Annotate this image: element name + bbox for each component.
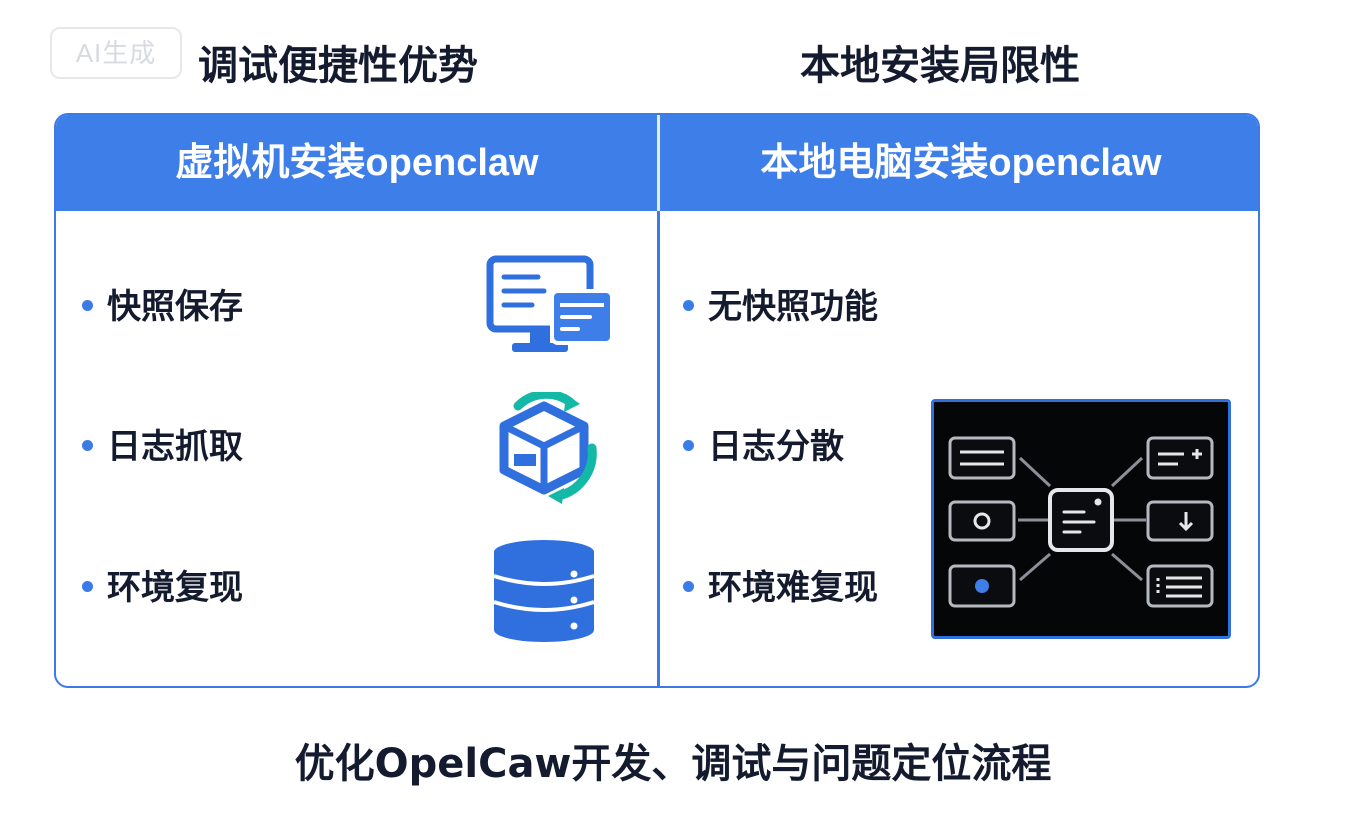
bullet-dot bbox=[683, 581, 694, 592]
heading-advantages: 调试便捷性优势 bbox=[198, 43, 478, 89]
column-title-local: 本地电脑安装openclaw bbox=[760, 142, 1162, 184]
scattered-nodes-svg bbox=[948, 436, 1214, 608]
list-item-local-2: 日志分散 bbox=[683, 422, 844, 472]
bullet-dot bbox=[82, 581, 93, 592]
footer-caption: 优化OpelCaw开发、调试与问题定位流程 bbox=[294, 741, 1052, 787]
list-item-local-1: 无快照功能 bbox=[683, 282, 878, 332]
list-item-label: 环境难复现 bbox=[708, 568, 878, 608]
monitor-window-icon bbox=[486, 255, 614, 352]
list-item-vm-1: 快照保存 bbox=[82, 282, 243, 332]
list-item-vm-2: 日志抓取 bbox=[82, 422, 243, 472]
ai-generated-badge: AI生成 bbox=[50, 27, 182, 79]
list-item-label: 日志分散 bbox=[708, 427, 844, 467]
scattered-nodes-diagram-icon bbox=[931, 399, 1231, 639]
column-title-vm: 虚拟机安装openclaw bbox=[175, 142, 539, 184]
recycle-box-icon bbox=[499, 392, 597, 504]
list-item-vm-3: 环境复现 bbox=[82, 563, 243, 613]
heading-limitations: 本地安装局限性 bbox=[800, 43, 1080, 89]
bullet-dot bbox=[683, 440, 694, 451]
database-icon bbox=[493, 540, 595, 642]
list-item-label: 环境复现 bbox=[107, 568, 243, 608]
column-divider bbox=[657, 115, 660, 686]
list-item-label: 快照保存 bbox=[107, 287, 243, 327]
bullet-dot bbox=[82, 300, 93, 311]
list-item-label: 无快照功能 bbox=[708, 287, 878, 327]
bullet-dot bbox=[683, 300, 694, 311]
list-item-local-3: 环境难复现 bbox=[683, 563, 878, 613]
list-item-label: 日志抓取 bbox=[107, 427, 243, 467]
header-divider bbox=[657, 115, 660, 211]
bullet-dot bbox=[82, 440, 93, 451]
